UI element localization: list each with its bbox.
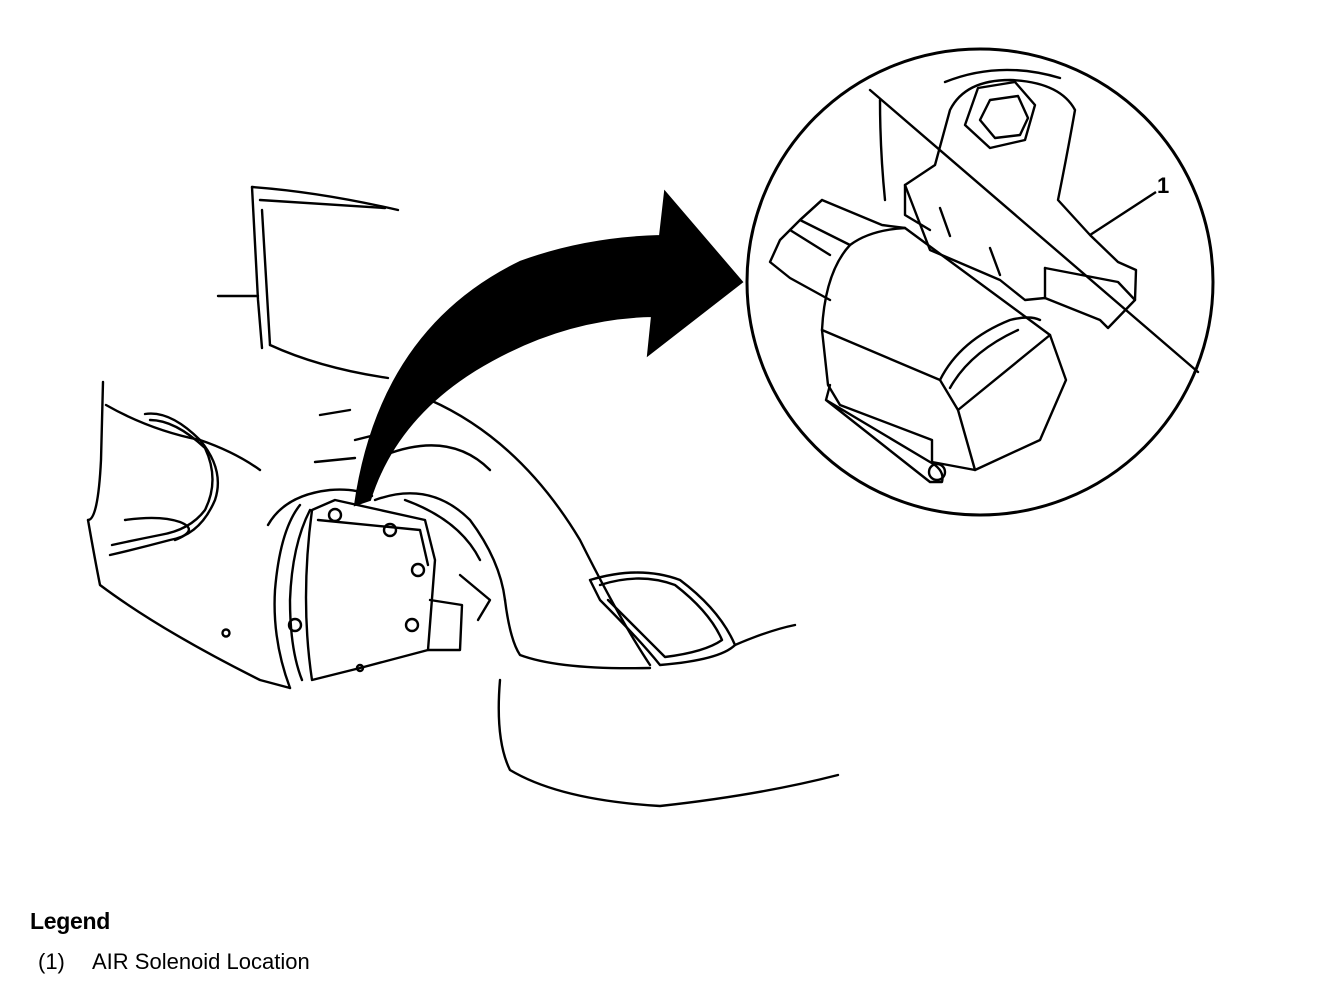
air-solenoid-assembly [287,498,492,682]
detail-circle [745,47,1215,517]
legend-item-label: AIR Solenoid Location [92,949,310,974]
callout-leader [1089,190,1157,237]
solenoid-body [798,198,1068,472]
legend-item-number: (1) [38,949,65,974]
mounting-bracket [903,78,1138,330]
detail-view [745,47,1215,517]
callout-number: 1 [1157,173,1169,198]
legend: Legend (1) AIR Solenoid Location [30,908,310,975]
zoom-arrow [353,189,744,507]
bolt-head [963,80,1037,150]
legend-item: (1) AIR Solenoid Location [30,949,310,975]
diagram-illustration: 1 [86,47,1215,808]
legend-title: Legend [30,908,110,934]
